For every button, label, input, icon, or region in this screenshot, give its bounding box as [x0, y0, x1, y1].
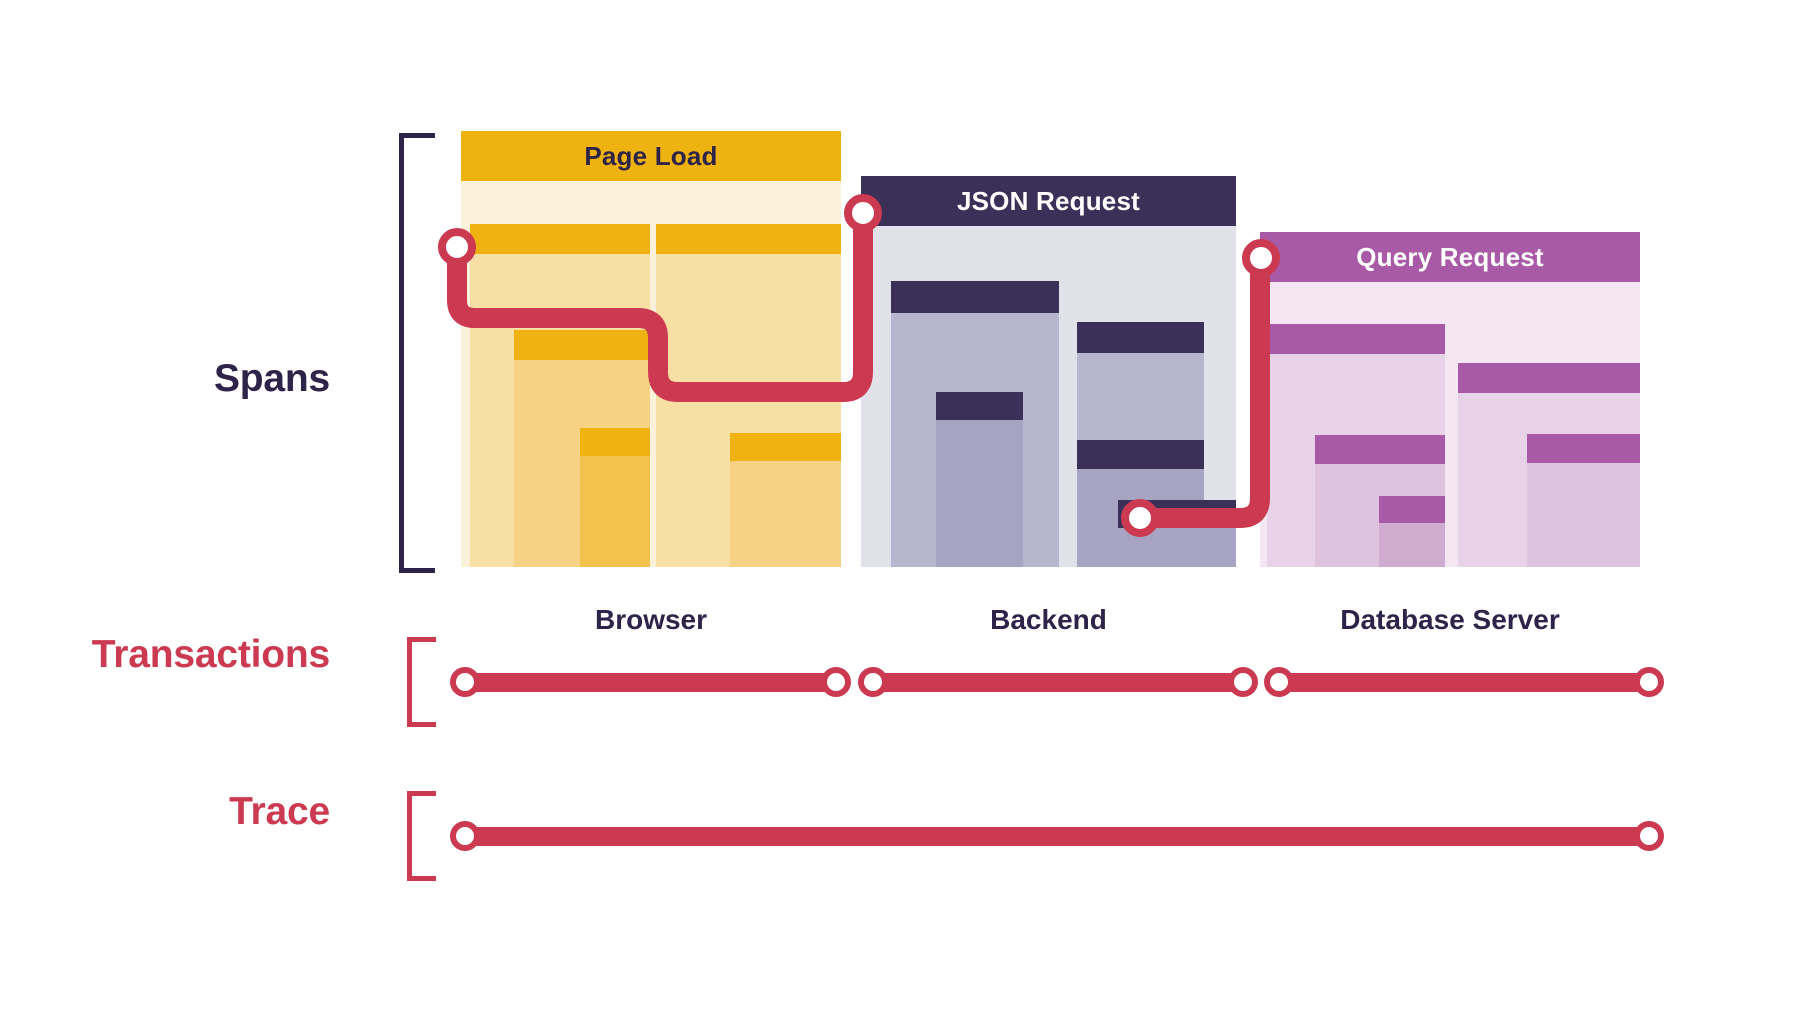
transaction-node-database-end[interactable] — [1634, 667, 1664, 697]
span-backend-grandchild-1[interactable] — [936, 392, 1023, 567]
span-database-leaf[interactable] — [1379, 496, 1445, 567]
span-backend-leaf[interactable] — [1118, 500, 1236, 567]
span-header-page-load[interactable]: Page Load — [461, 131, 841, 181]
trace-node-end[interactable] — [1634, 821, 1664, 851]
trace-bar[interactable] — [460, 827, 1661, 846]
service-name-database: Database Server — [1340, 604, 1560, 635]
span-header-json-request[interactable]: JSON Request — [861, 176, 1236, 226]
transaction-node-browser-end[interactable] — [821, 667, 851, 697]
trace-node-start[interactable] — [450, 821, 480, 851]
service-name-browser: Browser — [594, 604, 708, 635]
service-name-backend: Backend — [990, 604, 1107, 635]
spans-bracket — [399, 133, 435, 573]
transaction-node-backend-start[interactable] — [858, 667, 888, 697]
span-browser-leaf-1[interactable] — [580, 428, 650, 567]
span-header-query-request[interactable]: Query Request — [1260, 232, 1640, 282]
span-database-grandchild-2[interactable] — [1527, 434, 1640, 567]
span-browser-grandchild-2[interactable] — [730, 433, 841, 567]
transactions-bracket — [407, 637, 436, 727]
transaction-node-backend-end[interactable] — [1228, 667, 1258, 697]
transaction-bar-backend[interactable] — [868, 673, 1254, 692]
trace-row-label: Trace — [229, 790, 330, 833]
spans-row-label: Spans — [213, 357, 330, 400]
transaction-bar-browser[interactable] — [460, 673, 848, 692]
transaction-bar-database[interactable] — [1274, 673, 1661, 692]
trace-bracket — [407, 791, 436, 881]
transactions-row-label: Transactions — [91, 633, 330, 676]
transaction-node-browser-start[interactable] — [450, 667, 480, 697]
transaction-node-database-start[interactable] — [1264, 667, 1294, 697]
